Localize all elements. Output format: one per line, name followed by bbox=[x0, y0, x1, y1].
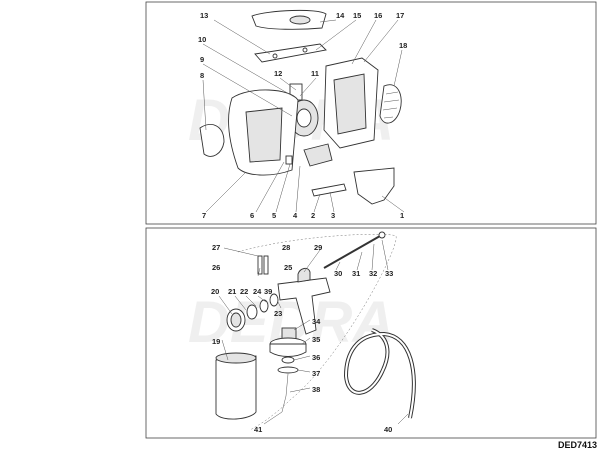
dashed-group-outline bbox=[237, 234, 397, 431]
callout-label: 20 bbox=[211, 287, 219, 296]
callout-label: 4 bbox=[293, 211, 298, 220]
callout-label: 6 bbox=[250, 211, 254, 220]
part-small-bushing bbox=[285, 155, 293, 165]
callout-label: 1 bbox=[400, 211, 404, 220]
part-base-bracket bbox=[353, 167, 395, 205]
callout-label: 36 bbox=[312, 353, 320, 362]
callout-label: 7 bbox=[202, 211, 206, 220]
part-pin bbox=[263, 255, 269, 275]
part-top-cover-hole bbox=[289, 15, 311, 25]
part-paint-container bbox=[215, 355, 257, 420]
callout-label: 33 bbox=[385, 269, 393, 278]
callout-label: 10 bbox=[198, 35, 206, 44]
part-o-ring bbox=[277, 366, 299, 374]
part-motor-hub bbox=[296, 108, 312, 128]
callout-label: 37 bbox=[312, 369, 320, 378]
upper-callout-labels: 1 2 3 4 5 6 7 8 9 10 11 12 13 14 15 16 1… bbox=[198, 11, 407, 220]
drawing-code: DED7413 bbox=[558, 440, 597, 450]
callout-label: 41 bbox=[254, 425, 262, 434]
lower-callout-labels: 19 20 21 22 23 24 25 26 27 28 29 30 31 3… bbox=[211, 243, 393, 434]
callout-label: 24 bbox=[253, 287, 262, 296]
callout-label: 39 bbox=[264, 287, 272, 296]
callout-label: 28 bbox=[282, 243, 290, 252]
callout-label: 3 bbox=[331, 211, 335, 220]
part-nozzle-tip bbox=[259, 299, 269, 313]
callout-label: 35 bbox=[312, 335, 320, 344]
part-handle-bracket bbox=[254, 43, 327, 63]
part-filter-cap bbox=[303, 143, 333, 167]
callout-label: 11 bbox=[311, 69, 319, 78]
callout-label: 8 bbox=[200, 71, 204, 80]
callout-label: 12 bbox=[274, 69, 282, 78]
part-screw bbox=[302, 47, 308, 53]
callout-label: 21 bbox=[228, 287, 236, 296]
callout-label: 18 bbox=[399, 41, 407, 50]
upper-leader-lines bbox=[202, 19, 405, 213]
part-needle-knob bbox=[378, 231, 386, 239]
callout-label: 30 bbox=[334, 269, 342, 278]
part-seal bbox=[269, 293, 279, 307]
part-cup-lid-rim bbox=[269, 343, 307, 357]
callout-label: 31 bbox=[352, 269, 360, 278]
callout-label: 5 bbox=[272, 211, 276, 220]
part-pin bbox=[257, 255, 263, 275]
part-screw bbox=[272, 53, 278, 59]
callout-label: 34 bbox=[312, 317, 321, 326]
callout-label: 13 bbox=[200, 11, 208, 20]
lower-assembly bbox=[215, 231, 416, 431]
upper-assembly bbox=[199, 9, 402, 205]
callout-label: 25 bbox=[284, 263, 292, 272]
callout-label: 14 bbox=[336, 11, 345, 20]
part-nozzle-ring bbox=[246, 304, 258, 320]
callout-label: 27 bbox=[212, 243, 220, 252]
callout-label: 40 bbox=[384, 425, 392, 434]
callout-label: 19 bbox=[212, 337, 220, 346]
callout-label: 9 bbox=[200, 55, 204, 64]
part-needle-rod bbox=[323, 235, 381, 269]
part-rear-grille bbox=[379, 84, 402, 124]
callout-label: 17 bbox=[396, 11, 404, 20]
lower-leader-lines bbox=[218, 239, 409, 425]
part-nozzle-cap-inner bbox=[230, 312, 242, 328]
part-front-grille bbox=[199, 124, 225, 157]
lower-panel-frame bbox=[145, 227, 597, 439]
callout-label: 2 bbox=[311, 211, 315, 220]
part-top-cover bbox=[251, 9, 327, 30]
part-gun-inlet bbox=[297, 267, 311, 283]
callout-label: 26 bbox=[212, 263, 220, 272]
callout-label: 29 bbox=[314, 243, 322, 252]
callout-label: 16 bbox=[374, 11, 382, 20]
callout-label: 15 bbox=[353, 11, 361, 20]
part-container-rim bbox=[215, 352, 257, 364]
upper-panel-frame bbox=[145, 1, 597, 225]
part-suction-tube bbox=[281, 373, 289, 413]
part-front-housing-panel bbox=[245, 107, 283, 163]
callout-label: 32 bbox=[369, 269, 377, 278]
part-rear-housing-inner bbox=[333, 73, 367, 135]
callout-label: 22 bbox=[240, 287, 248, 296]
part-spray-gun-body bbox=[277, 277, 331, 335]
callout-label: 38 bbox=[312, 385, 320, 394]
callout-label: 23 bbox=[274, 309, 282, 318]
part-hose-connector bbox=[311, 183, 347, 197]
part-gasket bbox=[281, 356, 295, 364]
